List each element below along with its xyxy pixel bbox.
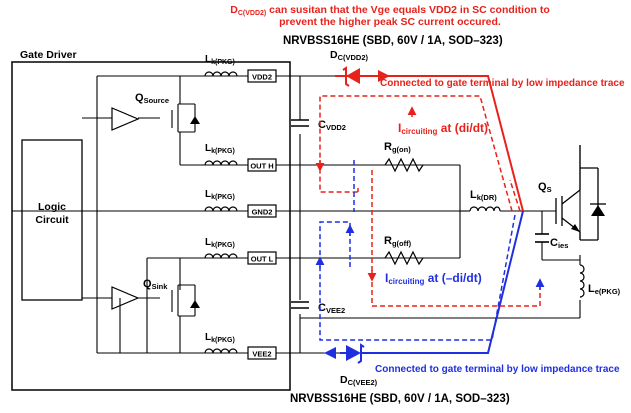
qsource-body-diode-icon (190, 116, 200, 124)
dc-vee2-label: DC(VEE2) (340, 374, 378, 387)
red-trace-arrow-icon (378, 70, 390, 82)
igbt-qs (555, 145, 606, 241)
lk-label-vee2: Lk(PKG) (205, 332, 235, 344)
pin-gnd2: GND2 (252, 208, 273, 217)
le-label: Le(PKG) (588, 283, 621, 296)
lk-label-gnd2: Lk(PKG) (205, 189, 235, 201)
lk-label-outh: Lk(PKG) (205, 143, 235, 155)
pin-vee2: VEE2 (252, 350, 271, 359)
lkdr-label: Lk(DR) (470, 189, 497, 202)
qsink-label: QSink (143, 278, 168, 291)
pin-out-l: OUT L (251, 255, 274, 264)
icirc-on-label: Icircuiting at (di/dt) (398, 121, 488, 136)
rgoff-label: Rg(off) (384, 235, 412, 248)
igbt-diode-icon (591, 205, 605, 216)
header-note-line2: prevent the higher peak SC current occur… (279, 16, 501, 28)
lk-label-outl: Lk(PKG) (205, 237, 235, 249)
logic-label-2: Circuit (35, 214, 69, 226)
pin-out-h: OUT H (250, 162, 273, 171)
dc-vee2-diode (340, 343, 365, 364)
cies-capacitor (535, 233, 549, 243)
logic-circuit-box (21, 139, 83, 301)
lk-inductors (204, 71, 585, 354)
source-buffer (111, 107, 140, 131)
diode-top-part: NRVBSS16HE (SBD, 60V / 1A, SOD–323) (283, 35, 503, 47)
blue-dashed-loop (319, 160, 516, 341)
gate-driver-label: Gate Driver (20, 49, 77, 61)
cvee2-capacitor (291, 301, 309, 309)
dc-vdd2-label: DC(VDD2) (330, 49, 369, 62)
rgon-label: Rg(on) (384, 141, 411, 154)
qs-label: QS (538, 181, 552, 194)
diode-bottom-part: NRVBSS16HE (SBD, 60V / 1A, SOD–323) (290, 393, 510, 405)
gate-driver-box (11, 61, 291, 391)
top-trace-note: Connected to gate terminal by low impeda… (380, 78, 625, 89)
sink-buffer (111, 286, 140, 310)
qsink-body-diode-icon (190, 300, 200, 308)
red-dashed-loop (319, 95, 541, 307)
driver-wiring (12, 75, 581, 354)
cvdd2-label: CVDD2 (318, 119, 346, 132)
logic-label-1: Logic (38, 201, 66, 213)
qsource-label: QSource (135, 92, 169, 105)
lk-label-vdd2: Lk(PKG) (205, 54, 235, 66)
dc-vdd2-diode (335, 66, 360, 87)
pin-boxes (247, 69, 277, 360)
blue-trace (361, 210, 524, 354)
rgon-resistor (384, 157, 424, 173)
pin-vdd2: VDD2 (252, 73, 272, 82)
red-trace (360, 75, 524, 212)
rgoff-resistor (384, 250, 424, 266)
cvee2-label: CVEE2 (318, 302, 345, 315)
igbt-emitter-arrow-icon (571, 224, 580, 232)
icirc-off-label: Icircuiting at (–di/dt) (385, 271, 482, 286)
header-note-line1: DC(VDD2) can susitan that the Vge equals… (230, 4, 550, 17)
blue-trace-arrow-icon (324, 347, 336, 359)
cies-label: Cies (550, 237, 568, 250)
bottom-trace-note: Connected to gate terminal by low impeda… (375, 364, 620, 375)
cvdd2-capacitor (291, 119, 309, 127)
